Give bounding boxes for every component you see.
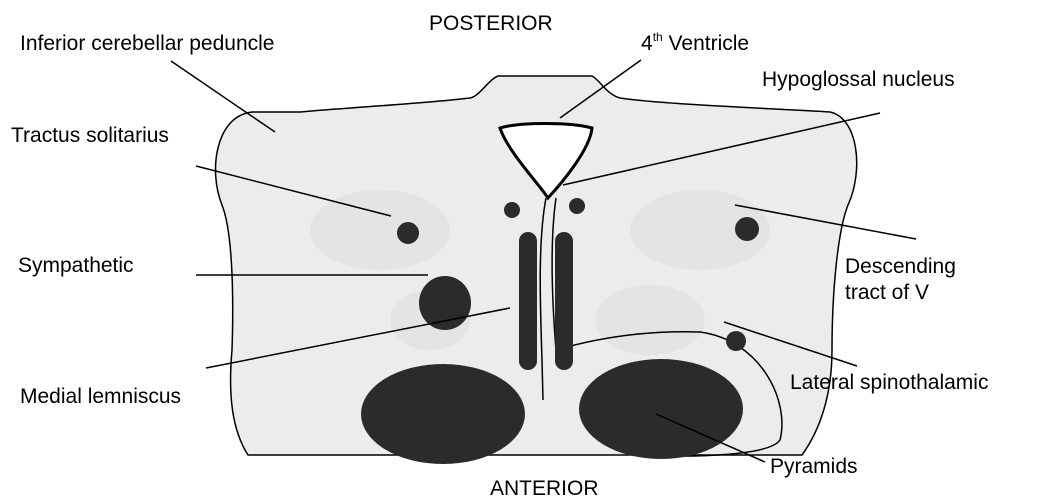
fourth-ventricle-superscript: th	[653, 30, 663, 44]
fourth-ventricle-number: 4	[641, 32, 653, 55]
tractus-solitarius-nucleus	[397, 222, 419, 244]
lateral-spinothalamic-nucleus	[726, 331, 746, 351]
medial-lemniscus-left	[519, 232, 537, 370]
label-sympathetic: Sympathetic	[18, 254, 134, 278]
posterior-label: POSTERIOR	[429, 12, 553, 36]
medial-lemniscus-right	[555, 232, 573, 370]
label-tractus-solitarius: Tractus solitarius	[11, 124, 169, 148]
descending-tract-v-line1: Descending	[845, 254, 956, 280]
label-pyramids: Pyramids	[770, 455, 858, 479]
anterior-label: ANTERIOR	[490, 477, 599, 501]
fourth-ventricle-text: Ventricle	[663, 32, 749, 55]
descending-tract-v-nucleus	[735, 217, 759, 241]
hypoglossal-nucleus-right	[569, 198, 585, 214]
pyramid-left	[361, 364, 525, 464]
sympathetic-nucleus	[419, 276, 471, 330]
pyramid-right	[579, 359, 743, 459]
hypoglossal-nucleus-left	[504, 202, 520, 218]
label-medial-lemniscus: Medial lemniscus	[20, 385, 181, 409]
label-lateral-spinothalamic: Lateral spinothalamic	[790, 371, 988, 395]
label-inferior-cerebellar-peduncle: Inferior cerebellar peduncle	[20, 32, 274, 56]
label-hypoglossal-nucleus: Hypoglossal nucleus	[762, 68, 955, 92]
leader-inferior-cerebellar-peduncle	[171, 61, 275, 132]
label-descending-tract-v: Descending tract of V	[845, 254, 956, 306]
descending-tract-v-line2: tract of V	[845, 280, 956, 306]
label-fourth-ventricle: 4th Ventricle	[641, 32, 749, 56]
